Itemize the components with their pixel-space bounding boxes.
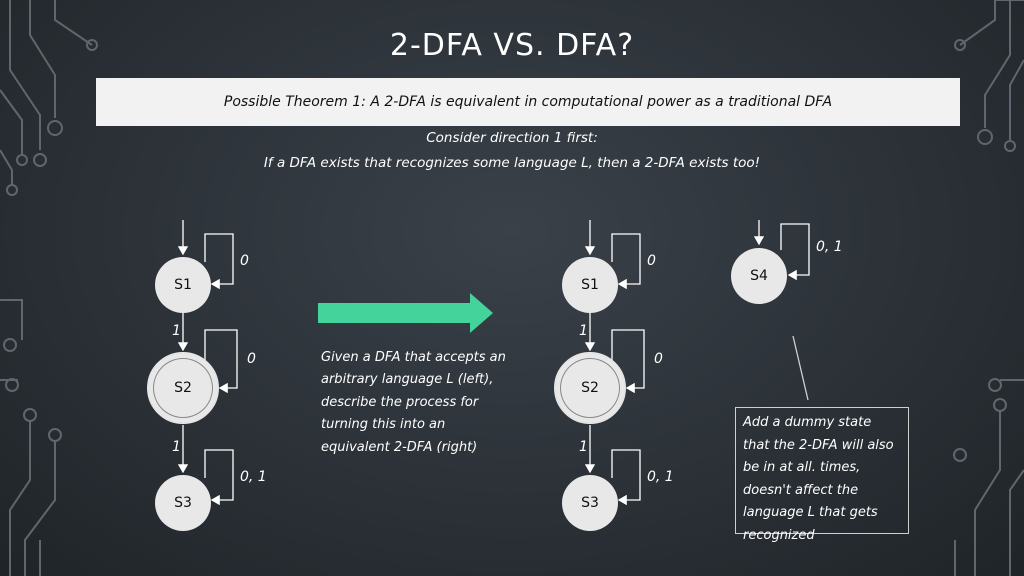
- theorem-banner: Possible Theorem 1: A 2-DFA is equivalen…: [96, 78, 960, 126]
- note-pointer: [792, 335, 809, 401]
- dummy-state-note: Add a dummy state that the 2-DFA will al…: [735, 407, 909, 543]
- s4-loop-label: 0, 1: [816, 239, 843, 255]
- right-state-s2: S2: [554, 352, 626, 424]
- left-s3-loop: [204, 449, 234, 506]
- right-s2-loop: [611, 329, 645, 394]
- right-s3-loop: [611, 449, 641, 506]
- left-s2-s3-label: 1: [172, 439, 181, 455]
- left-s3-loop-label: 0, 1: [240, 469, 267, 485]
- left-s1-loop: [204, 233, 234, 290]
- right-state-s4: S4: [731, 248, 787, 304]
- right-s2-loop-label: 0: [654, 351, 663, 367]
- right-s1-loop-label: 0: [647, 253, 656, 269]
- process-description: Given a DFA that accepts an arbitrary la…: [321, 350, 506, 455]
- left-state-s2: S2: [147, 352, 219, 424]
- right-s3-loop-label: 0, 1: [647, 469, 674, 485]
- page-title: 2-DFA VS. DFA?: [389, 28, 635, 63]
- s4-loop: [780, 223, 810, 281]
- left-state-s1: S1: [155, 257, 211, 313]
- right-s1-loop: [611, 233, 641, 290]
- right-s1-s2-label: 1: [579, 323, 588, 339]
- left-s2-loop: [204, 329, 238, 394]
- claim-text: If a DFA exists that recognizes some lan…: [263, 155, 761, 171]
- left-s1-loop-label: 0: [240, 253, 249, 269]
- right-state-s3: S3: [562, 475, 618, 531]
- right-s2-s3-label: 1: [579, 439, 588, 455]
- theorem-text: Possible Theorem 1: A 2-DFA is equivalen…: [223, 94, 833, 110]
- direction-text: Consider direction 1 first:: [426, 130, 598, 146]
- transform-arrow: [318, 293, 493, 333]
- right-state-s1: S1: [562, 257, 618, 313]
- left-s2-loop-label: 0: [247, 351, 256, 367]
- left-state-s3: S3: [155, 475, 211, 531]
- left-s1-s2-label: 1: [172, 323, 181, 339]
